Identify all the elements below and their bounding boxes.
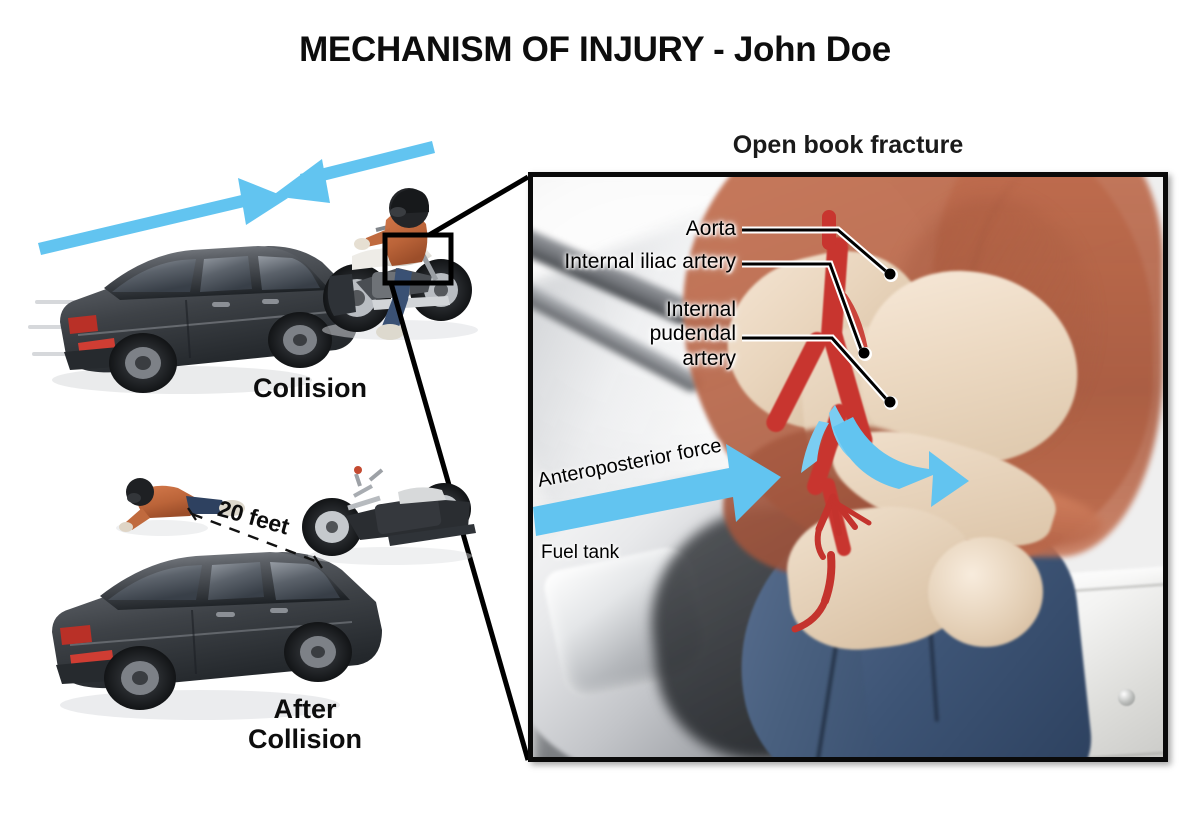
motorcycle-with-rider xyxy=(322,188,478,340)
femoral-head-bone xyxy=(928,537,1043,647)
sedan-car-collision xyxy=(52,246,358,394)
motion-lines xyxy=(28,300,93,356)
label-internal-iliac-artery: Internal iliac artery xyxy=(564,250,736,273)
label-fuel-tank: Fuel tank xyxy=(541,542,620,563)
label-aorta: Aorta xyxy=(685,217,736,240)
distance-label: 20 feet xyxy=(215,495,293,540)
page-title: MECHANISM OF INJURY - John Doe xyxy=(299,30,891,69)
caption-collision: Collision xyxy=(253,373,367,403)
impact-arrow-icon xyxy=(38,141,435,255)
caption-after-collision: After Collision xyxy=(248,694,362,755)
label-internal-pudendal-artery: Internal pudendal artery xyxy=(649,298,736,370)
saddlebag-stud xyxy=(1118,689,1135,706)
inset-title: Open book fracture xyxy=(732,131,964,159)
pelvis-highlight-box xyxy=(382,232,454,286)
fallen-motorcycle xyxy=(302,466,476,565)
